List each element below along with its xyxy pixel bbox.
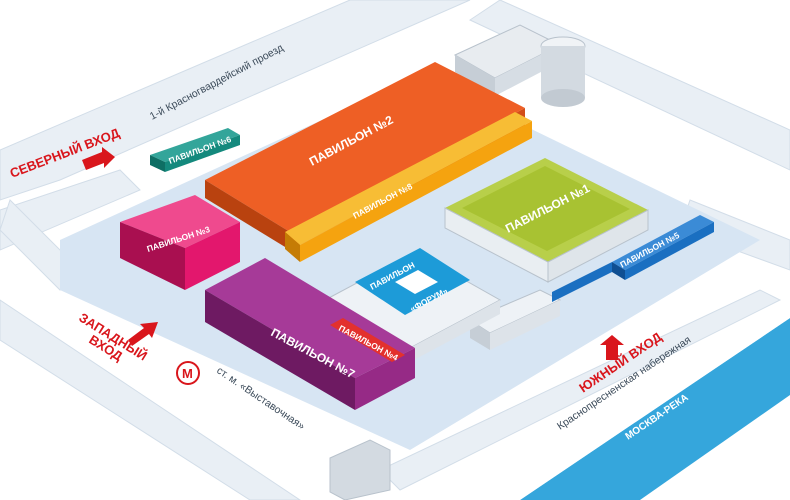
pavilion-1[interactable]: ПАВИЛЬОН №1: [444, 158, 649, 283]
west-entrance-arrow: [128, 322, 158, 346]
pavilion-6[interactable]: ПАВИЛЬОН №6: [150, 128, 240, 172]
metro-icon-glyph: М: [182, 366, 193, 381]
north-entrance-arrow: [82, 147, 115, 170]
grey-buildings: [329, 24, 586, 500]
metro-icon: [176, 361, 200, 385]
south-entrance-arrow: [600, 335, 624, 360]
pavilion-8[interactable]: ПАВИЛЬОН №8: [285, 112, 532, 262]
pavilion-7[interactable]: ПАВИЛЬОН №7: [205, 258, 415, 410]
pavilion-3[interactable]: ПАВИЛЬОН №3: [120, 195, 240, 290]
